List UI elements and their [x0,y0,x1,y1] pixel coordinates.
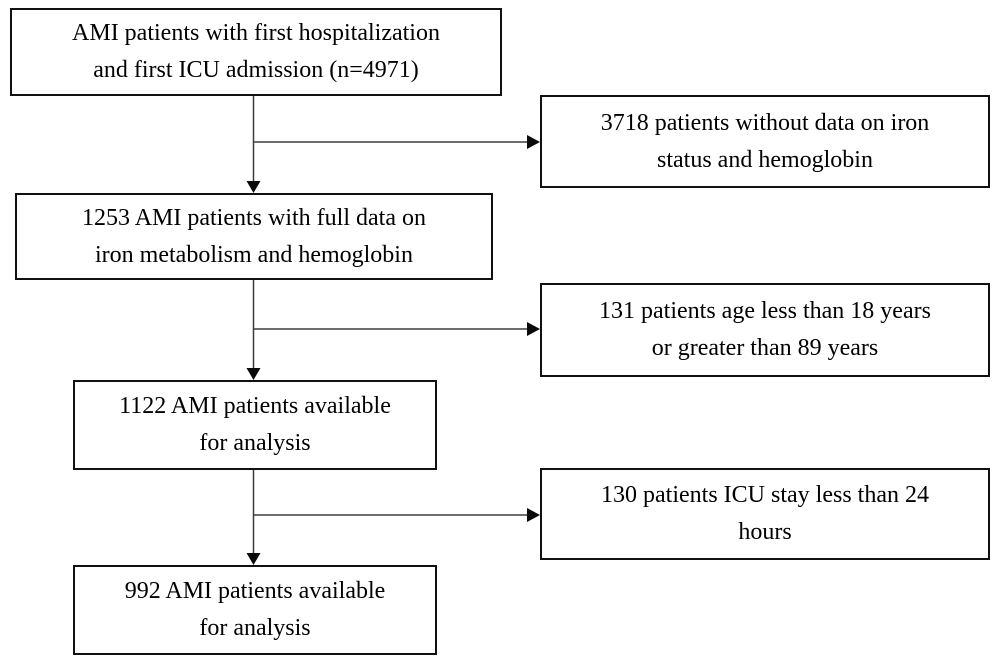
flow-box-enrollment-text: AMI patients with first hospitalization … [72,20,440,83]
flow-box-excluded-icu-stay-text: 130 patients ICU stay less than 24 hours [601,482,929,545]
arrow-down-icon [246,553,261,565]
arrow-down-icon [246,181,261,193]
connector-enrollment-to-fulldata [246,96,261,193]
arrow-right-icon [527,508,540,522]
flow-box-available-1122: 1122 AMI patients available for analysis [73,380,437,470]
connector-branch-to-icu-exclusion [253,508,540,522]
flow-box-excluded-icu-stay: 130 patients ICU stay less than 24 hours [540,468,990,560]
connector-branch-to-age-exclusion [253,322,540,336]
flow-box-full-data-text: 1253 AMI patients with full data on iron… [82,204,426,268]
flow-box-enrollment: AMI patients with first hospitalization … [10,8,502,96]
arrow-right-icon [527,322,540,336]
flow-box-available-992: 992 AMI patients available for analysis [73,565,437,655]
flow-box-excluded-no-iron-data: 3718 patients without data on iron statu… [540,95,990,188]
flow-box-available-992-text: 992 AMI patients available for analysis [124,578,386,641]
flow-box-available-1122-text: 1122 AMI patients available for analysis [119,393,391,456]
arrow-down-icon [246,368,261,380]
flow-box-excluded-no-iron-data-text: 3718 patients without data on iron statu… [600,109,930,173]
connector-avail1122-to-avail992 [246,470,261,565]
flow-box-full-data: 1253 AMI patients with full data on iron… [15,193,493,280]
flow-box-excluded-age-text: 131 patients age less than 18 years or g… [599,298,931,361]
connector-branch-to-iron-exclusion [253,135,540,149]
arrow-right-icon [527,135,540,149]
flow-box-excluded-age: 131 patients age less than 18 years or g… [540,283,990,377]
connector-fulldata-to-avail1122 [246,280,261,380]
